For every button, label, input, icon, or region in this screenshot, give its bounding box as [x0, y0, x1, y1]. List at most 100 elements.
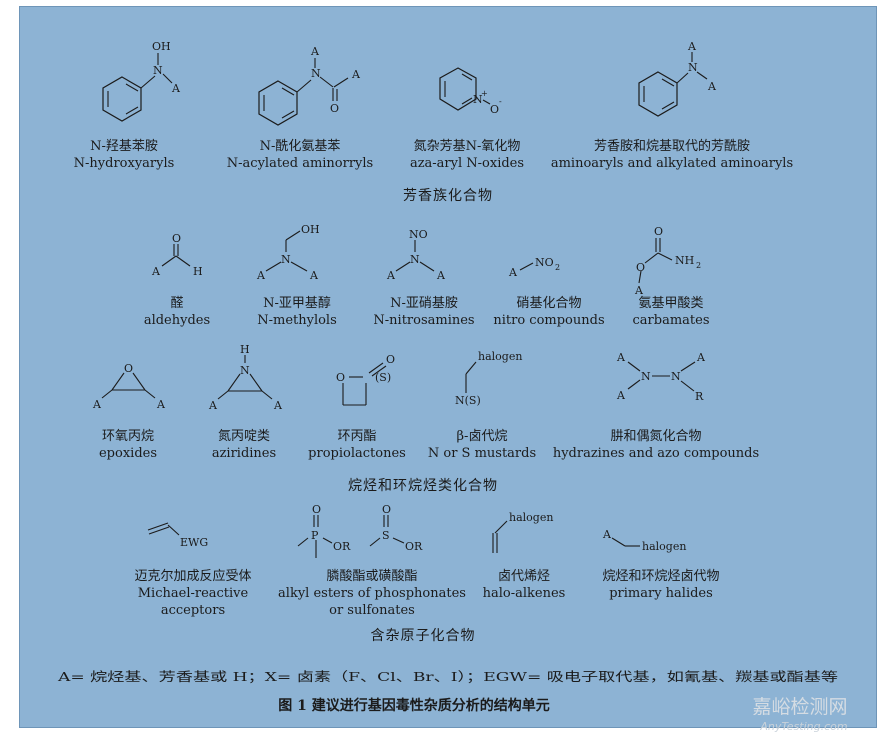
atom-label: halogen: [642, 540, 686, 553]
structure-epoxide: O A A: [92, 362, 166, 411]
atom-label: A: [151, 265, 161, 278]
bond: [111, 372, 125, 391]
bond: [296, 79, 312, 93]
bond: [369, 537, 381, 547]
watermark-cn: 嘉峪检测网: [752, 696, 847, 718]
structure-name-cn: 醛: [170, 295, 183, 311]
atom-label: A: [386, 269, 396, 282]
atom-label: A: [92, 398, 102, 411]
bond: [162, 73, 173, 84]
bond: [125, 106, 139, 115]
structure-name-en: halo-alkenes: [483, 586, 566, 601]
category-title-alkyl: 烷烃和环烷烃类化合物: [348, 478, 498, 494]
structure-propiolactone: O O (S): [336, 353, 395, 406]
atom-label: A: [616, 351, 626, 364]
atom-label: A: [602, 528, 612, 541]
atom-label: A: [508, 266, 518, 279]
bond: [322, 537, 333, 544]
structure-name-cn: 氮杂芳基N-氧化物: [414, 139, 521, 154]
bond: [696, 71, 708, 80]
atom-label: O: [490, 103, 499, 116]
structure-halo-alkene: halogen: [492, 511, 553, 553]
atom-label: (S): [375, 371, 391, 384]
structure-name-cn: 迈克尔加成反应受体: [134, 568, 251, 584]
atom-label: OR: [405, 540, 423, 553]
bond: [494, 520, 508, 534]
atom-label: halogen: [509, 511, 553, 524]
atom-label: EWG: [180, 536, 208, 549]
structure-name-cn: 卤代烯烃: [498, 568, 550, 584]
atom-label: N(S): [455, 394, 481, 407]
atom-label: NO: [409, 228, 428, 241]
benzene-ring: [102, 76, 142, 122]
atom-label: R: [695, 390, 704, 403]
atom-label: A: [351, 68, 361, 81]
structure-n-hydroxyaryl: OH N A: [102, 40, 181, 122]
bond: [140, 75, 156, 89]
bond: [661, 101, 675, 110]
structure-carbamate: O O NH 2 A: [634, 225, 701, 297]
bond: [680, 361, 696, 372]
bond: [419, 261, 435, 272]
atom-label: O: [636, 261, 645, 274]
structure-name-en: propiolactones: [308, 446, 406, 461]
structure-name-cn: 烷烃和环烷烃卤代物: [602, 568, 719, 584]
structure-name-en: aziridines: [212, 446, 276, 461]
charge-label: +: [481, 89, 488, 98]
structure-name-cn: N-酰化氨基苯: [260, 139, 341, 154]
structure-name-en: epoxides: [99, 446, 157, 461]
structure-aldehyde: O A H: [151, 232, 203, 278]
bond: [297, 537, 309, 547]
structure-name-cn: N-羟基苯胺: [90, 139, 158, 154]
atom-label: A: [310, 45, 320, 58]
bond: [627, 361, 641, 372]
atom-label: A: [707, 80, 717, 93]
atom-label: N: [153, 64, 163, 77]
structure-hydrazine: A A N N A R: [616, 351, 706, 403]
bond: [147, 522, 169, 531]
structure-n-methylol: OH N A A: [256, 223, 320, 282]
category-title-hetero: 含杂原子化合物: [371, 628, 476, 644]
atom-label: A: [156, 398, 166, 411]
atom-label: OH: [301, 223, 320, 236]
structure-name-en: N-nitrosamines: [373, 313, 474, 328]
atom-label: OR: [333, 540, 351, 553]
bond: [611, 537, 626, 547]
atom-label: N: [641, 370, 651, 383]
atom-label: A: [616, 389, 626, 402]
benzene-ring: [258, 80, 298, 126]
bond: [680, 380, 695, 392]
atom-label: S: [382, 529, 390, 542]
category-title-aromatic: 芳香族化合物: [403, 187, 493, 204]
structure-name-cn: 环丙酯: [337, 429, 376, 444]
atom-label: O: [124, 362, 133, 375]
structure-name-cn: β-卤代烷: [457, 428, 508, 444]
figure-caption: 图 1 建议进行基因毒性杂质分析的结构单元: [278, 697, 550, 714]
structure-name-en: N-acylated aminorryls: [227, 156, 373, 171]
structure-mustard: halogen N(S): [455, 350, 522, 407]
atom-label: A: [696, 351, 706, 364]
atom-label: A: [171, 82, 181, 95]
bond: [101, 389, 113, 399]
bond: [333, 77, 349, 88]
structure-name-en: N-hydroxyaryls: [74, 156, 175, 171]
structure-name-en: aza-aryl N-oxides: [410, 156, 524, 171]
watermark-en: AnyTesting.com: [759, 720, 847, 733]
structure-name-cn: N-亚甲基醇: [263, 295, 331, 311]
atom-label: N: [281, 253, 291, 266]
bond: [482, 99, 491, 105]
atom-label: O: [654, 225, 663, 238]
bond: [392, 537, 405, 544]
bond: [227, 373, 241, 392]
atom-label: O: [330, 102, 339, 115]
atom-subscript: 2: [555, 263, 560, 272]
bond: [217, 390, 229, 400]
atom-label: A: [687, 40, 697, 53]
structure-name-en: N-methylols: [257, 313, 337, 328]
bond: [132, 372, 146, 391]
structure-name-en: Michael-reactive: [138, 586, 249, 601]
bond: [657, 252, 673, 261]
bond: [461, 97, 473, 105]
structure-primary-halide: A halogen: [602, 528, 686, 553]
figure-panel: [19, 6, 877, 728]
